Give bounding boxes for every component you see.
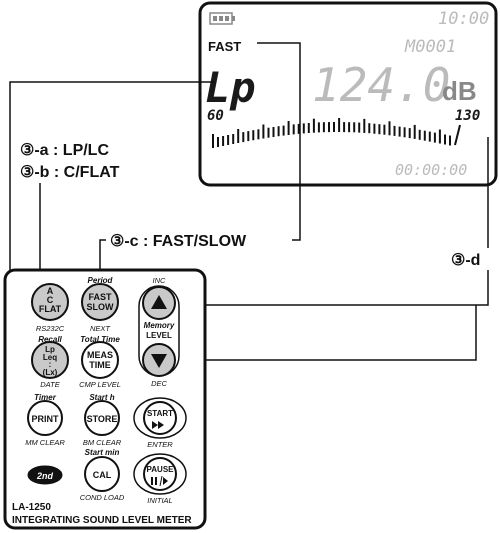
svg-text:PAUSE: PAUSE <box>147 465 175 474</box>
svg-text:STORE: STORE <box>87 414 118 424</box>
fast-slow-button[interactable]: FAST SLOW <box>81 283 119 321</box>
level-value: 124.0 <box>312 58 450 112</box>
inc-label: INC <box>153 276 167 285</box>
pause-button[interactable]: PAUSE <box>133 453 187 495</box>
callout-d: ③-d <box>451 252 480 269</box>
rs232c-label: RS232C <box>36 324 65 333</box>
panel-name: INTEGRATING SOUND LEVEL METER <box>12 515 192 526</box>
svg-text:Leq: Leq <box>43 353 57 362</box>
control-panel: A C FLAT RS232C Period FAST SLOW NEXT IN… <box>3 268 207 530</box>
cmp-level-label: CMP LEVEL <box>79 380 121 389</box>
svg-text:A: A <box>47 286 54 296</box>
bar-end-marker <box>454 124 461 146</box>
svg-text:CAL: CAL <box>93 470 112 480</box>
svg-text:START: START <box>147 409 173 418</box>
start-button[interactable]: START <box>133 397 187 439</box>
date-label: DATE <box>40 380 60 389</box>
bar-graph <box>212 118 451 148</box>
lp-leq-button[interactable]: Lp Leq : (Lx) <box>31 341 69 379</box>
inc-button[interactable] <box>142 286 176 320</box>
print-button[interactable]: PRINT <box>27 400 63 436</box>
play-icon <box>152 421 158 429</box>
total-time-label: Total Time <box>80 335 120 344</box>
main-mode: Lp <box>205 63 256 112</box>
svg-text:SLOW: SLOW <box>87 302 115 312</box>
memory-number: M0001 <box>404 37 456 57</box>
lcd-display: 10:00 M0001 FAST Lp 124.0 dB 60 130 00:0… <box>198 1 498 187</box>
callout-a: ③-a : LP/LC <box>20 142 109 159</box>
memory-time: 10:00 <box>438 9 489 29</box>
level-label: LEVEL <box>146 331 172 340</box>
svg-text:Lp: Lp <box>45 345 55 354</box>
svg-text:(Lx): (Lx) <box>43 368 58 377</box>
svg-text:PRINT: PRINT <box>32 414 60 424</box>
svg-text:C: C <box>47 295 54 305</box>
bar-max: 130 <box>455 108 480 124</box>
recall-label: Recall <box>38 335 62 344</box>
model-label: LA-1250 <box>12 502 51 513</box>
callout-c: ③-c : FAST/SLOW <box>110 233 247 250</box>
period-label: Period <box>88 276 114 285</box>
cond-load-label: COND LOAD <box>80 493 125 502</box>
timer-label: Timer <box>34 393 57 402</box>
mm-clear-label: MM CLEAR <box>25 438 65 447</box>
elapsed-time: 00:00:00 <box>395 161 467 179</box>
fast-indicator: FAST <box>208 39 241 54</box>
start-h-label: Start h <box>89 393 114 402</box>
up-arrow-icon <box>151 295 167 309</box>
svg-text:FLAT: FLAT <box>39 304 62 314</box>
down-arrow-icon <box>151 354 167 368</box>
meas-time-button[interactable]: MEAS TIME <box>81 341 119 379</box>
enter-label: ENTER <box>147 440 173 449</box>
cal-button[interactable]: CAL <box>84 456 120 492</box>
start-min-label: Start min <box>85 448 120 457</box>
next-label: NEXT <box>90 324 111 333</box>
store-button[interactable]: STORE <box>84 400 120 436</box>
svg-text:FAST: FAST <box>88 292 112 302</box>
bar-min: 60 <box>207 108 224 124</box>
pause-icon <box>151 477 153 485</box>
callout-b: ③-b : C/FLAT <box>20 164 120 181</box>
ac-flat-button[interactable]: A C FLAT <box>31 283 69 321</box>
second-button[interactable]: 2nd <box>27 465 63 485</box>
bm-clear-label: BM CLEAR <box>83 438 122 447</box>
svg-text:TIME: TIME <box>89 360 111 370</box>
dec-button[interactable] <box>142 343 176 377</box>
unit-label: dB <box>442 76 477 106</box>
initial-label: INITIAL <box>147 496 172 505</box>
memory-label: Memory <box>144 321 175 330</box>
svg-text::: : <box>49 360 52 369</box>
svg-text:MEAS: MEAS <box>87 350 113 360</box>
battery-icon <box>209 12 235 25</box>
dec-label: DEC <box>151 379 167 388</box>
svg-text:2nd: 2nd <box>36 471 54 481</box>
